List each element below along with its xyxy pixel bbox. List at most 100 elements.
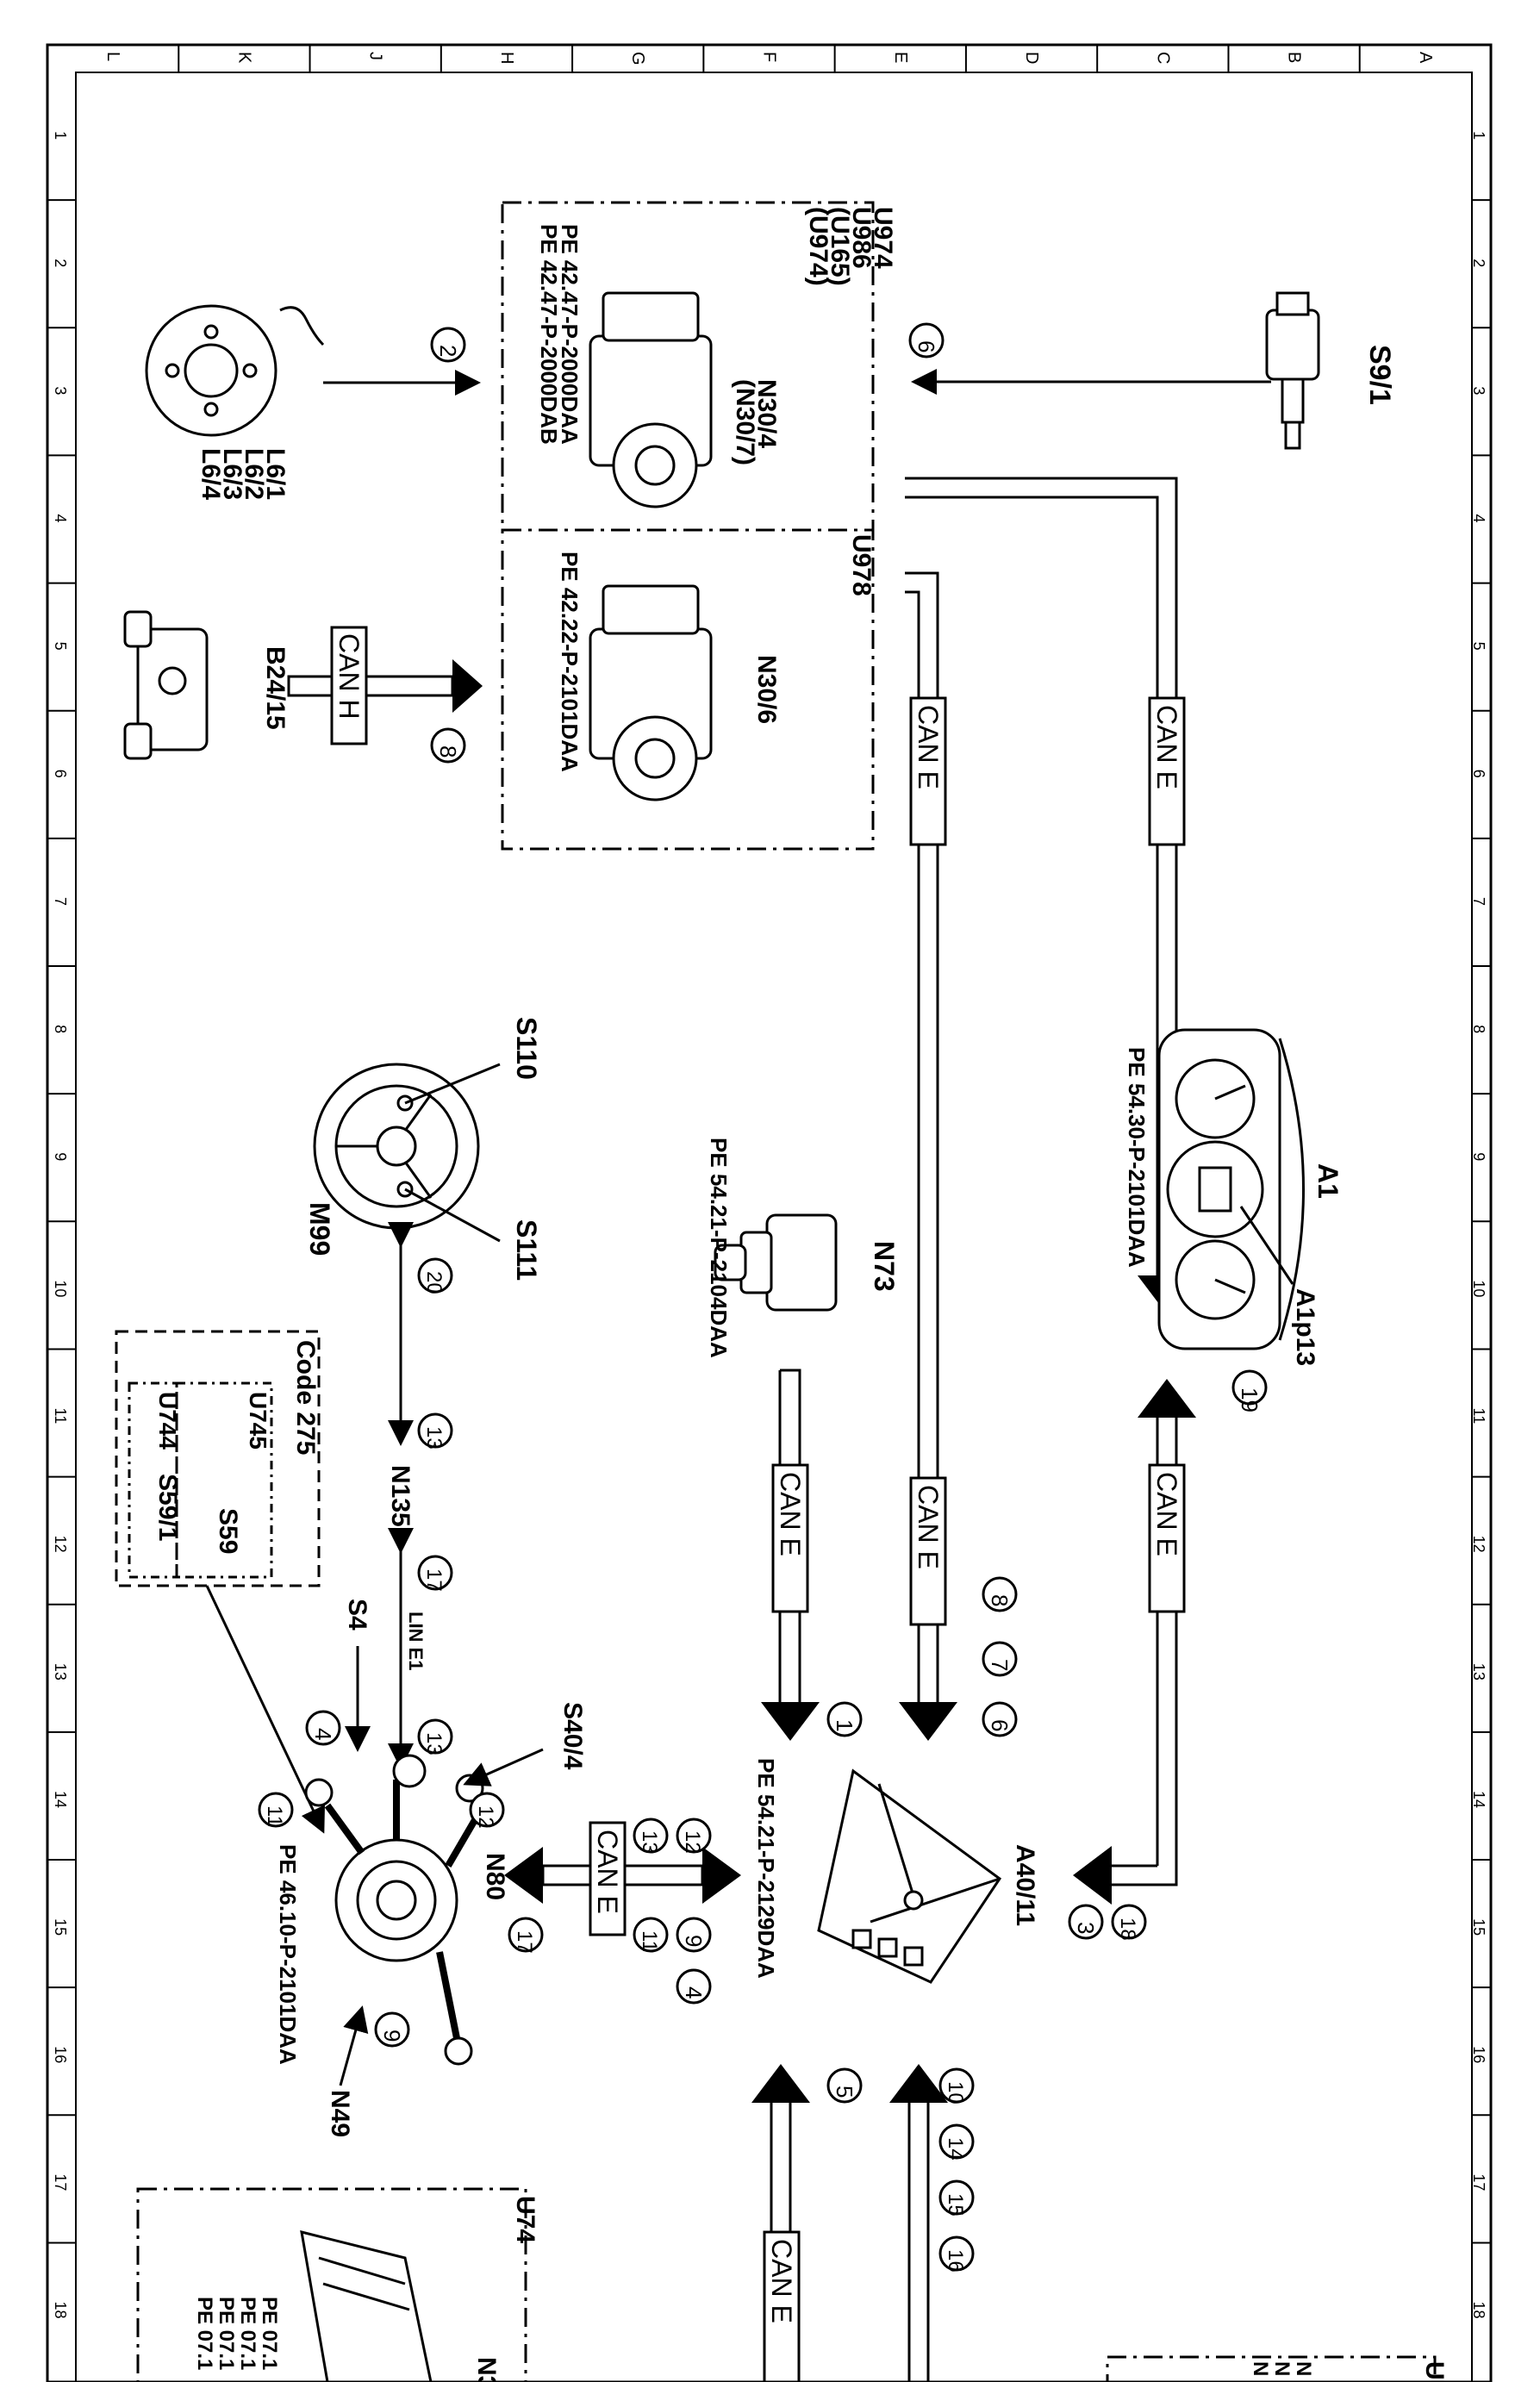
callout-4b: 4	[310, 1728, 336, 1740]
column-letter-h: H	[497, 52, 516, 64]
u9-partial-label: U9	[1420, 2361, 1449, 2382]
frame-inner	[75, 72, 1473, 2382]
can-e-label-6: CAN E	[592, 1830, 623, 1914]
can-e-label-1: CAN E	[1151, 705, 1182, 789]
n30-6-unit-icon	[589, 584, 713, 801]
callout-1: 1	[832, 1719, 857, 1731]
abs-code-4: (U974)	[804, 207, 832, 286]
callout-6a: 6	[913, 340, 939, 352]
s111-label: S111	[511, 1219, 542, 1281]
u74-ref-4: PE 07.1	[193, 2297, 216, 2370]
row-number-7-right: 7	[1470, 897, 1487, 906]
s59-1-label: S59/1	[153, 1474, 182, 1541]
row-number-2-right: 2	[1470, 259, 1487, 267]
callout-16: 16	[944, 2249, 967, 2273]
abs-code-3: (U165)	[826, 207, 854, 286]
a1-instrument-cluster-icon	[1157, 1028, 1305, 1350]
n73-label: N73	[869, 1241, 900, 1292]
row-number-16-right: 16	[1470, 2046, 1487, 2063]
u74-ref-3: PE 07.1	[215, 2297, 238, 2370]
row-number-17-right: 17	[1470, 2173, 1487, 2191]
n80-ref: PE 46.10-P-2101DAA	[275, 1844, 301, 2065]
code-275-label: Code 275	[291, 1340, 320, 1455]
callout-14: 14	[944, 2137, 967, 2161]
row-number-3-left: 3	[52, 386, 69, 395]
row-number-12-left: 12	[52, 1536, 69, 1553]
n73-ignition-switch-icon	[714, 1213, 838, 1312]
row-number-1-right: 1	[1470, 131, 1487, 140]
can-e-label-2: CAN E	[913, 705, 944, 789]
abs-code-2: U986	[847, 207, 876, 269]
column-letter-l: L	[103, 52, 122, 61]
row-number-14-left: 14	[52, 1791, 69, 1808]
row-number-6-right: 6	[1470, 770, 1487, 778]
column-letter-f: F	[760, 52, 779, 62]
can-e-label-3: CAN E	[913, 1485, 944, 1569]
callout-2a: 2	[435, 345, 461, 357]
can-e-bus-abs-a1: CAN E	[905, 477, 1196, 1314]
row-number-13-right: 13	[1470, 1663, 1487, 1680]
s110-label: S110	[511, 1017, 542, 1080]
abs-code-1: U974	[869, 207, 897, 269]
row-number-10-right: 10	[1470, 1280, 1487, 1297]
b24-15-sensor-icon	[123, 610, 209, 760]
a1p13-label: A1p13	[1291, 1288, 1319, 1366]
bus-into-a40-bottom: CAN E	[751, 2064, 948, 2382]
column-letter-d: D	[1022, 52, 1041, 64]
n49-label: N49	[326, 2090, 354, 2137]
callout-13c: 13	[422, 1732, 446, 1755]
l6-label-2: L6/2	[240, 448, 268, 500]
row-number-8-left: 8	[52, 1025, 69, 1033]
row-number-9-left: 9	[52, 1152, 69, 1161]
n9-partial-1: N	[1292, 2361, 1315, 2376]
l6-wheel-sensor-icon	[145, 304, 325, 437]
n9-partial-2: N	[1270, 2361, 1294, 2376]
row-number-8-right: 8	[1470, 1025, 1487, 1033]
esp-group-box	[501, 528, 875, 851]
u74-ref-2: PE 07.1	[236, 2297, 259, 2370]
row-number-10-left: 10	[52, 1280, 69, 1297]
esp-code: U978	[847, 534, 876, 596]
s40-4-label: S40/4	[558, 1702, 587, 1770]
u74-ref-1: PE 07.1	[258, 2297, 281, 2370]
a40-11-ref: PE 54.21-P-2129DAA	[753, 1758, 779, 1979]
callout-13b: 13	[422, 1426, 446, 1450]
a40-11-label: A40/11	[1011, 1844, 1039, 1926]
steering-wheel-icon	[313, 1063, 480, 1230]
callout-11b: 11	[263, 1805, 286, 1827]
n3-partial-label: N3	[472, 2357, 501, 2382]
can-e-bus-n73-a40: CAN E	[761, 1369, 820, 1741]
s9-1-switch-icon	[1265, 291, 1320, 450]
row-number-15-right: 15	[1470, 1918, 1487, 1936]
frame-outer	[46, 43, 1493, 2382]
u744-label: U744	[154, 1392, 181, 1450]
grid-marks	[47, 45, 1491, 2244]
n135-label: N135	[386, 1465, 415, 1527]
abs-unit-icon	[589, 291, 713, 508]
row-number-3-right: 3	[1470, 386, 1487, 395]
b24-15-label: B24/15	[261, 646, 290, 730]
a40-11-unit-icon	[817, 1768, 1002, 1984]
column-letter-a: A	[1416, 52, 1435, 64]
u9-box	[1106, 2355, 1437, 2382]
n80-label: N80	[481, 1853, 509, 1900]
row-number-17-left: 17	[52, 2173, 69, 2191]
can-e-bus-n80-a40: CAN E	[504, 1821, 741, 1936]
n30-6-label: N30/6	[752, 655, 781, 724]
n30-7-label: (N30/7)	[731, 379, 759, 465]
l6-label-1: L6/1	[261, 448, 290, 500]
callout-18: 18	[1116, 1917, 1139, 1941]
n9-partial-3: N	[1249, 2361, 1272, 2376]
u745-label: U745	[245, 1392, 271, 1450]
callout-13a: 13	[638, 1830, 661, 1854]
column-letter-g: G	[628, 52, 647, 65]
callout-8a: 8	[435, 745, 461, 758]
can-e-label-7: CAN E	[766, 2239, 797, 2323]
m99-label: M99	[304, 1202, 335, 1256]
n30-6-ref: PE 42.22-P-2101DAA	[557, 552, 583, 772]
n80-column-module-icon	[304, 1754, 484, 2066]
code-leader	[205, 1585, 325, 1834]
can-e-label-5: CAN E	[775, 1472, 806, 1556]
s59-label: S59	[214, 1508, 242, 1554]
row-number-11-right: 11	[1470, 1408, 1487, 1425]
